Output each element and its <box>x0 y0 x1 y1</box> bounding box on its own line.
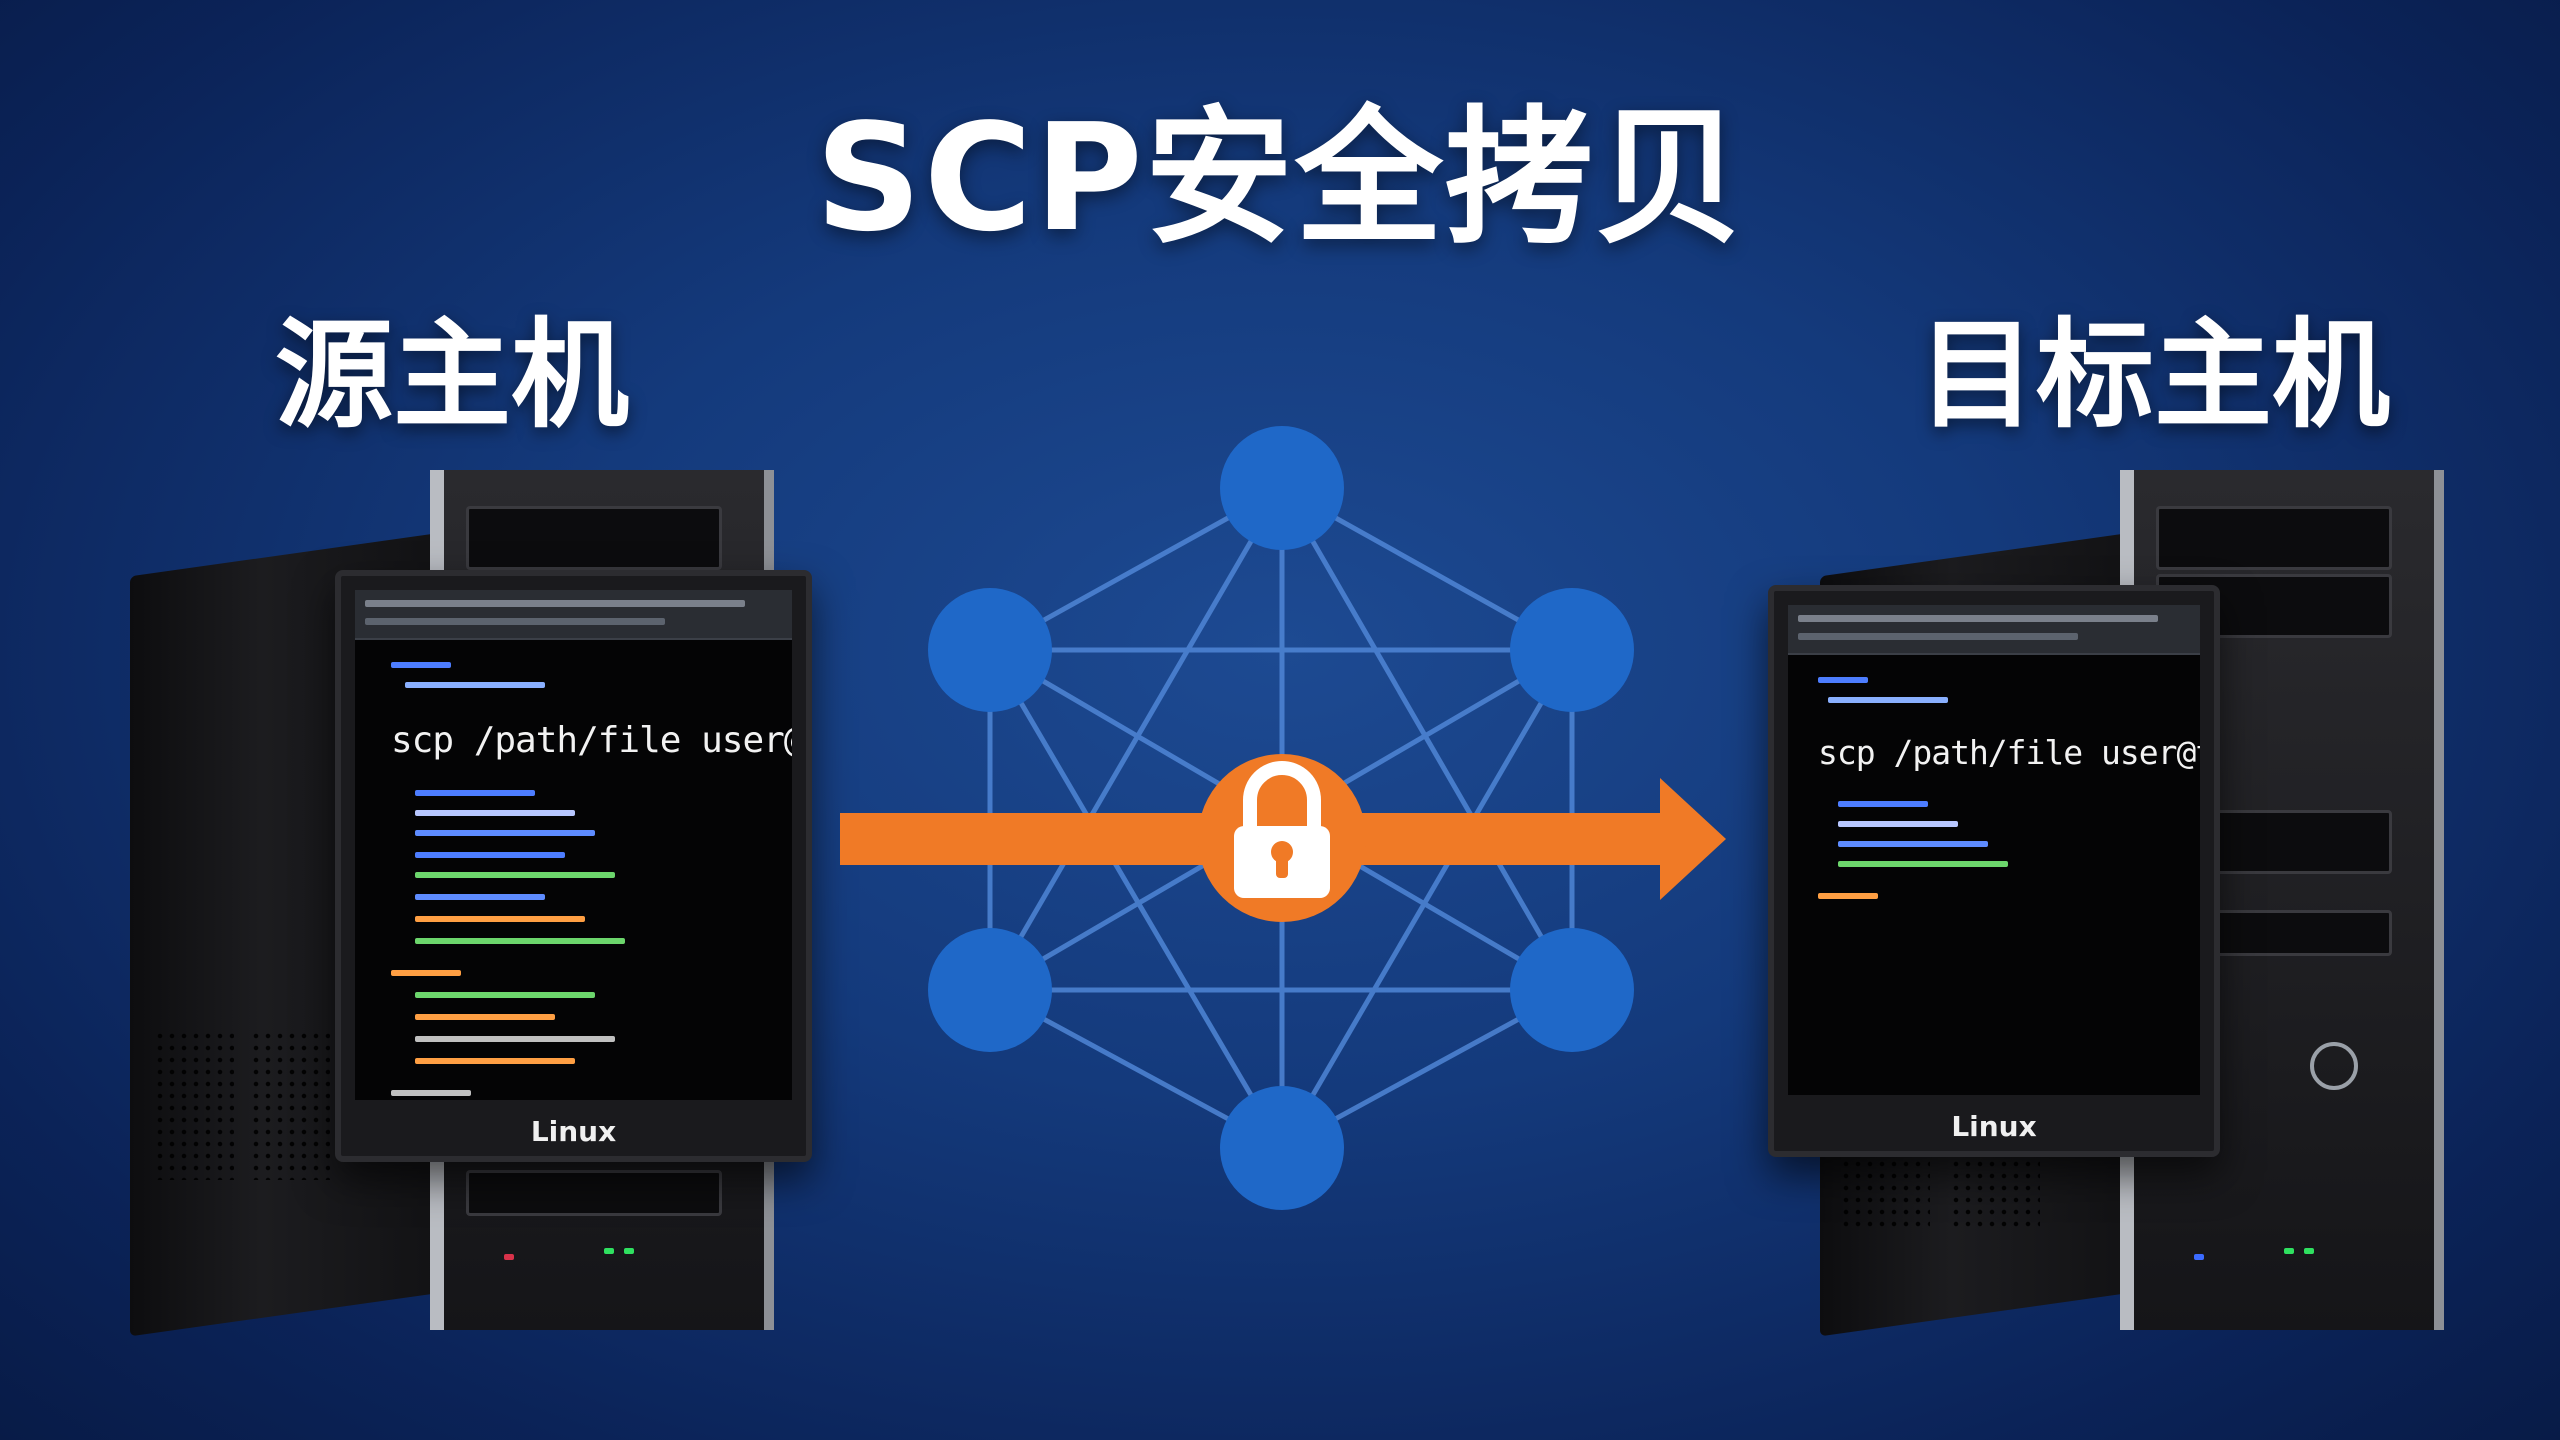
edge <box>987 486 1285 992</box>
source-drive-bay <box>466 506 722 570</box>
source-side-vent <box>154 1030 234 1180</box>
source-host-label: 源主机 <box>275 306 630 444</box>
edge <box>987 648 1285 1150</box>
source-terminal-screen: scp /path/file user@target:/path <box>355 590 792 1100</box>
network-node <box>928 588 1052 712</box>
target-monitor: scp /path/file user@target:/path Linux <box>1768 585 2220 1157</box>
edge <box>1279 648 1575 1150</box>
target-monitor-brand: Linux <box>1951 1110 2037 1143</box>
padlock-icon <box>1198 754 1366 922</box>
target-terminal-screen: scp /path/file user@target:/path <box>1788 605 2200 1095</box>
source-monitor-brand: Linux <box>530 1115 617 1148</box>
source-monitor: scp /path/file user@target:/path Linux <box>335 570 812 1162</box>
edge <box>1279 486 1575 992</box>
source-side-vent <box>250 1030 330 1180</box>
source-terminal-toolbar <box>355 590 792 640</box>
source-scp-command: scp /path/file user@target:/path <box>391 720 792 761</box>
source-power-led <box>604 1248 614 1254</box>
source-activity-led <box>624 1248 634 1254</box>
network-node <box>1220 1086 1344 1210</box>
network-node <box>1510 588 1634 712</box>
target-terminal-toolbar <box>1788 605 2200 655</box>
source-drive-bay <box>466 1170 722 1216</box>
network-node <box>1510 928 1634 1052</box>
target-drive-bay <box>2156 506 2392 570</box>
network-node <box>928 928 1052 1052</box>
source-status-led <box>504 1254 514 1260</box>
network-node <box>1220 426 1344 550</box>
target-scp-command: scp /path/file user@target:/path <box>1818 733 2200 772</box>
network-edges <box>987 485 1575 1151</box>
target-activity-led <box>2304 1248 2314 1254</box>
target-status-led <box>2194 1254 2204 1260</box>
network-nodes <box>928 426 1634 1210</box>
target-host-label: 目标主机 <box>1918 306 2391 444</box>
page-title: SCP安全拷贝 <box>815 92 1745 264</box>
target-power-led <box>2284 1248 2294 1254</box>
target-power-button-icon <box>2310 1042 2358 1090</box>
